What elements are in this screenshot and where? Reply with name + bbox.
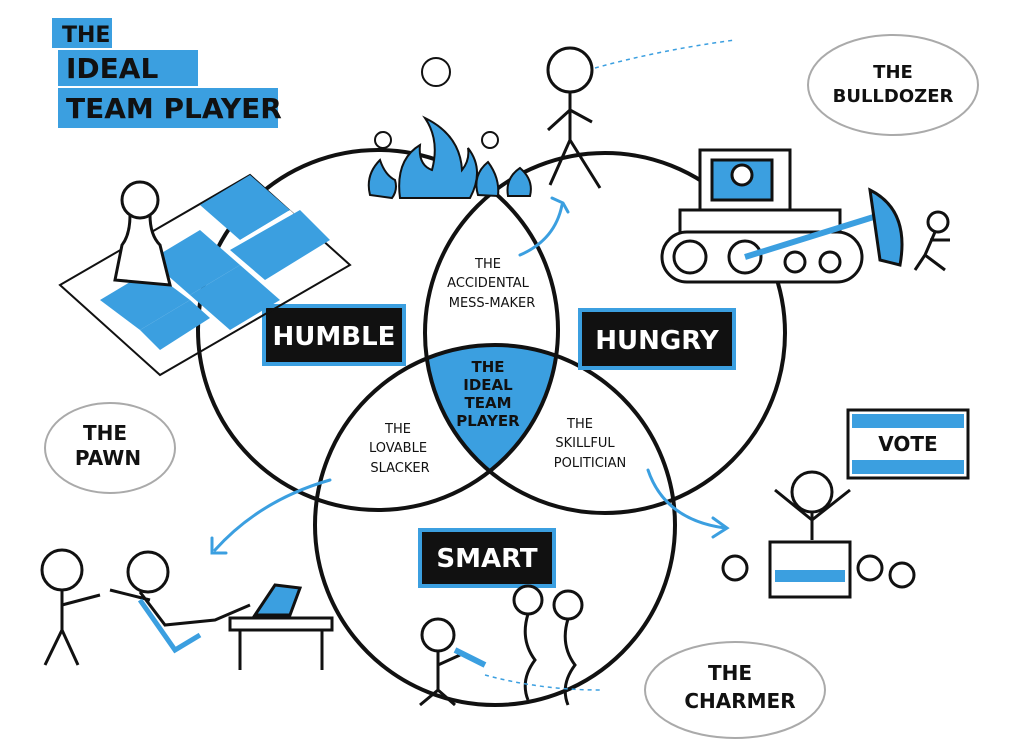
humble-label: HUMBLE	[262, 304, 406, 366]
svg-text:TEAM: TEAM	[464, 394, 511, 412]
smart-circle	[313, 343, 677, 707]
svg-text:MESS-MAKER: MESS-MAKER	[449, 296, 536, 311]
svg-text:BULLDOZER: BULLDOZER	[833, 86, 954, 107]
charmer-label: THE CHARMER	[644, 641, 826, 739]
svg-text:THE: THE	[471, 358, 504, 376]
svg-text:SMART: SMART	[436, 544, 538, 574]
svg-text:ACCIDENTAL: ACCIDENTAL	[447, 276, 529, 291]
svg-text:IDEAL: IDEAL	[463, 376, 513, 394]
bulldozer-illustration	[660, 148, 950, 284]
svg-text:HUMBLE: HUMBLE	[273, 322, 396, 352]
svg-text:POLITICIAN: POLITICIAN	[554, 456, 626, 471]
arrow-to-slacker	[213, 478, 332, 552]
charmer-illustration	[419, 584, 601, 707]
arrow-to-mess-maker	[518, 203, 564, 257]
bulldozer-label: THE BULLDOZER	[807, 34, 979, 136]
svg-text:THE: THE	[474, 257, 501, 272]
fire-illustration	[367, 57, 532, 200]
svg-text:THE: THE	[566, 417, 593, 432]
title-line-2: IDEAL	[66, 52, 158, 85]
skillful-politician-label: THE SKILLFUL POLITICIAN	[554, 417, 626, 471]
svg-text:THE: THE	[384, 422, 411, 437]
svg-text:SLACKER: SLACKER	[370, 461, 429, 476]
chessboard-illustration	[58, 173, 352, 377]
title-line-1: THE	[62, 23, 110, 48]
blue-arrows	[210, 196, 730, 555]
hungry-circle	[423, 151, 787, 515]
svg-text:PAWN: PAWN	[75, 446, 141, 470]
svg-text:THE: THE	[83, 421, 127, 445]
svg-text:PLAYER: PLAYER	[456, 412, 520, 430]
vote-sign-text: VOTE	[878, 432, 937, 456]
ideal-team-player-label: THE IDEAL TEAM PLAYER	[456, 358, 520, 430]
hungry-label: HUNGRY	[578, 308, 736, 370]
svg-text:LOVABLE: LOVABLE	[369, 441, 427, 456]
svg-text:THE: THE	[708, 661, 752, 685]
title-line-3: TEAM PLAYER	[66, 92, 282, 125]
politician-illustration	[721, 408, 970, 599]
svg-text:THE: THE	[873, 62, 913, 83]
svg-text:HUNGRY: HUNGRY	[595, 326, 720, 356]
svg-text:CHARMER: CHARMER	[684, 689, 795, 713]
slacker-illustration	[40, 548, 334, 670]
humble-circle	[196, 148, 560, 512]
title-block: THE IDEAL TEAM PLAYER	[52, 18, 282, 128]
accidental-mess-maker-label: THE ACCIDENTAL MESS-MAKER	[447, 257, 535, 311]
stick-figure-whistling	[546, 39, 736, 189]
pawn-label: THE PAWN	[44, 402, 176, 494]
lovable-slacker-label: THE LOVABLE SLACKER	[369, 422, 430, 476]
arrow-to-politician	[646, 468, 727, 530]
svg-text:SKILLFUL: SKILLFUL	[555, 436, 615, 451]
smart-label: SMART	[418, 528, 556, 588]
